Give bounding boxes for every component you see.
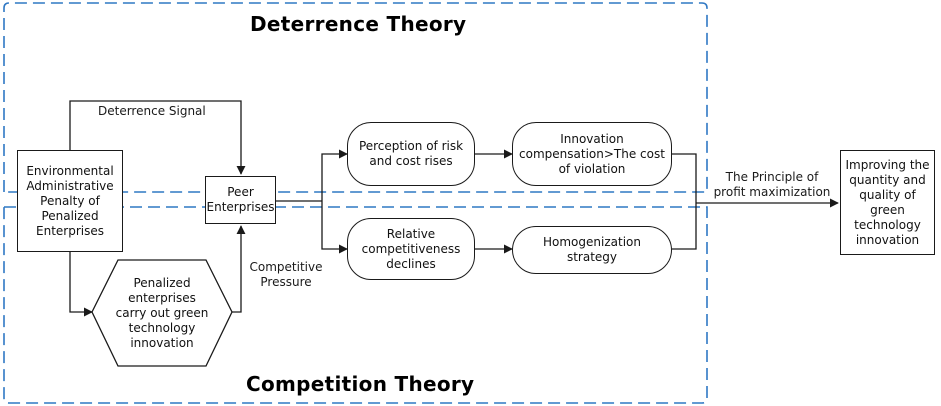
homogenization-merge-line (672, 203, 697, 250)
competitive-pressure-label: Competitive Pressure (249, 260, 323, 289)
peer-to-competitiveness-arrow (321, 201, 348, 254)
penalized-innovation-label: Penalized enterprises carry out green te… (115, 275, 209, 350)
perception-risk-node: Perception of risk and cost rises (347, 122, 475, 186)
competitive-pressure-arrow (232, 225, 246, 313)
homogenization-node: Homogenization strategy (512, 226, 672, 274)
profit-principle-label: The Principle of profit maximization (713, 170, 831, 199)
peer-to-perception-arrow (321, 149, 348, 201)
deterrence-signal-label: Deterrence Signal (98, 104, 206, 118)
penalized-innovation-hexagon (91, 259, 233, 367)
improving-green-box: Improving the quantity and quality of gr… (840, 150, 935, 255)
competition-zone-border (3, 206, 708, 404)
environmental-penalty-box: Environmental Administrative Penalty of … (17, 150, 123, 252)
competition-theory-title: Competition Theory (246, 372, 475, 396)
peer-enterprises-box: Peer Enterprises (205, 176, 276, 224)
innovation-compensation-node: Innovation compensation>The cost of viol… (512, 122, 672, 186)
deterrence-signal-arrow (69, 100, 246, 175)
penalty-to-innovation-arrow (69, 252, 93, 317)
compensation-merge-line (672, 153, 697, 203)
deterrence-zone-border (3, 2, 708, 193)
deterrence-theory-title: Deterrence Theory (250, 12, 467, 36)
relative-competitiveness-node: Relative competitiveness declines (347, 218, 475, 280)
